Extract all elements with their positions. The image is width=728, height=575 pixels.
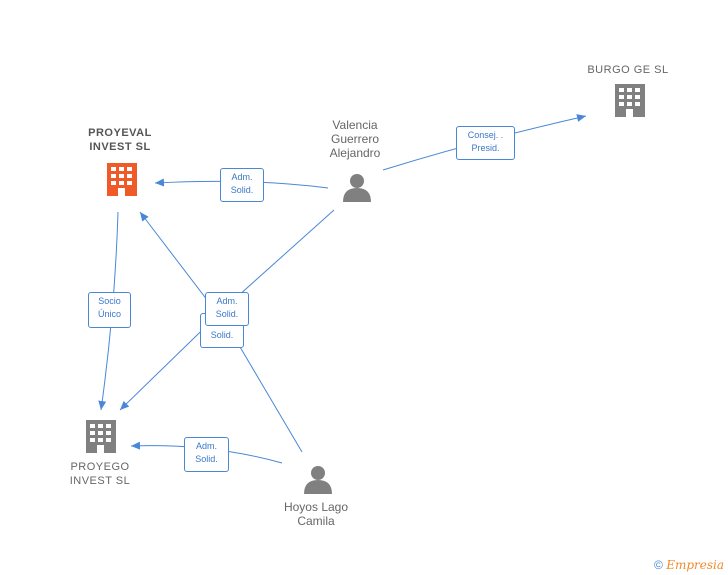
- copyright-icon: ©: [654, 558, 663, 572]
- person-icon[interactable]: [304, 466, 332, 494]
- footer: © Empresia: [654, 558, 724, 572]
- edges: [98, 114, 587, 464]
- edge-label[interactable]: Consej. . Presid.: [456, 126, 515, 160]
- edge-label[interactable]: Adm. Solid.: [220, 168, 264, 202]
- building-icon[interactable]: [615, 84, 645, 117]
- company-label-proyeval[interactable]: PROYEVAL INVEST SL: [88, 127, 152, 153]
- building-icon[interactable]: [107, 163, 137, 196]
- edge-label[interactable]: Adm. Solid.: [205, 292, 249, 326]
- company-label-proyego[interactable]: PROYEGO INVEST SL: [69, 461, 131, 487]
- person-label-hoyos[interactable]: Hoyos Lago Camila: [283, 500, 349, 528]
- company-label-burgo[interactable]: BURGO GE SL: [587, 64, 669, 76]
- person-icon[interactable]: [343, 174, 371, 202]
- building-icon[interactable]: [86, 420, 116, 453]
- person-label-valencia[interactable]: Valencia Guerrero Alejandro: [329, 118, 381, 160]
- edge-label[interactable]: Adm. Solid.: [184, 437, 229, 472]
- brand-logo[interactable]: Empresia: [666, 558, 724, 572]
- edge-label[interactable]: Socio Único: [88, 292, 131, 328]
